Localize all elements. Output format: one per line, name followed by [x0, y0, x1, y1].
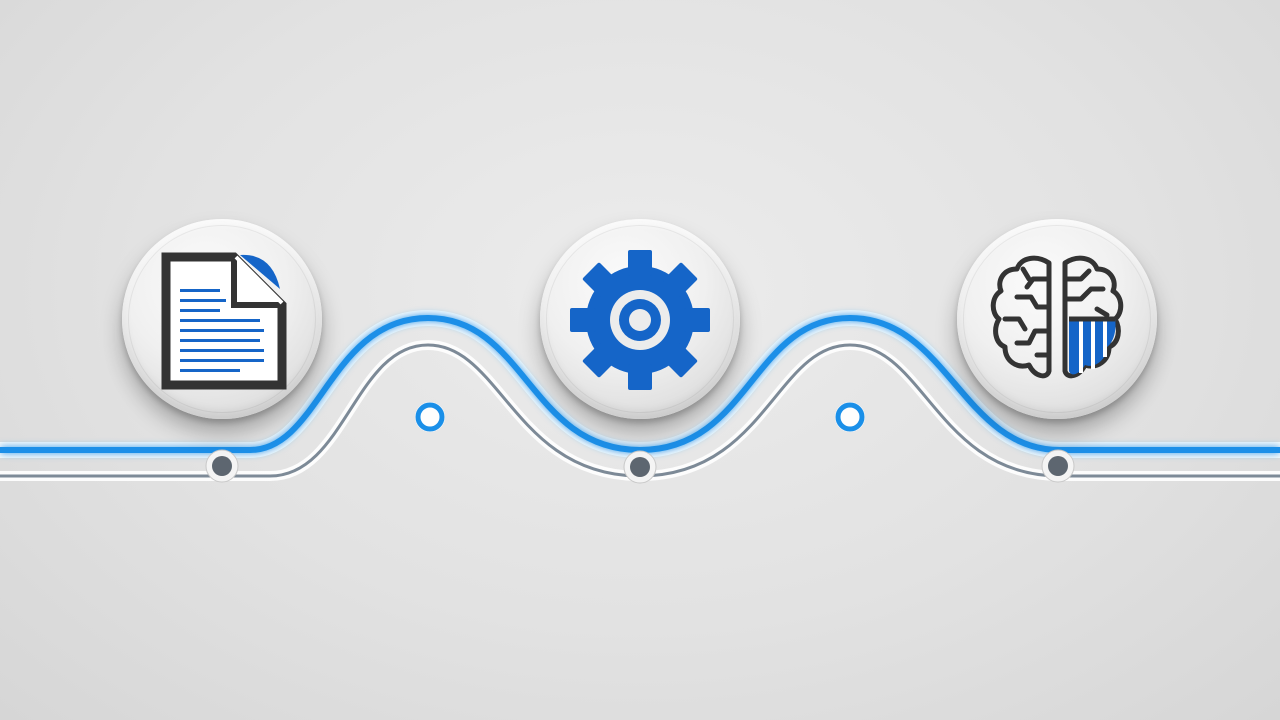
document-node — [122, 219, 322, 419]
document-icon — [161, 252, 287, 390]
connector-ring-1 — [415, 402, 445, 432]
brain-icon — [990, 255, 1124, 379]
junction-dot-2 — [623, 450, 657, 484]
junction-dot-1 — [205, 449, 239, 483]
insight-node — [957, 219, 1157, 419]
process-node — [540, 219, 740, 419]
junction-dot-3 — [1041, 449, 1075, 483]
gear-icon — [570, 250, 710, 390]
connector-ring-2 — [835, 402, 865, 432]
